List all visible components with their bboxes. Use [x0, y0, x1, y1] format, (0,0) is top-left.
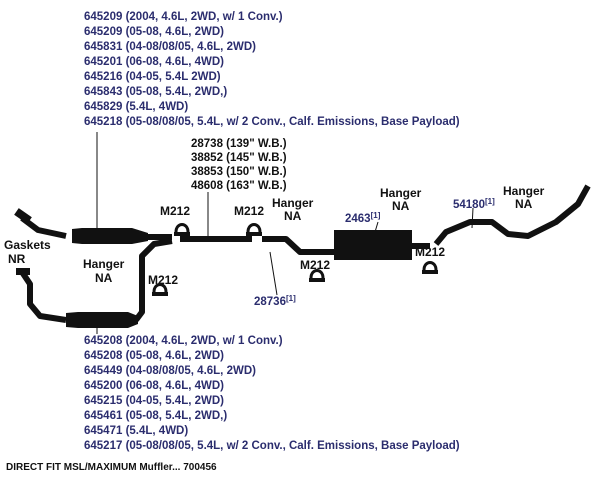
muffler-part-label: 2463[1]	[345, 211, 381, 225]
top-part-3: 645201 (06-08, 4.6L, 4WD)	[84, 56, 224, 68]
clamp-icon	[246, 223, 262, 236]
top-part-1: 645209 (05-08, 4.6L, 2WD)	[84, 26, 224, 38]
diagram-labels: Gaskets NR Hanger NA M212 M212 M212 M212…	[4, 184, 545, 308]
muffler	[318, 230, 430, 260]
clamp-icon	[152, 283, 168, 296]
clamp-icons	[152, 223, 438, 296]
top-part-list: 645209 (2004, 4.6L, 2WD, w/ 1 Conv.) 645…	[84, 11, 460, 128]
top-part-4: 645216 (04-05, 5.4L 2WD)	[84, 71, 221, 83]
top-part-2: 645831 (04-08/08/05, 4.6L, 2WD)	[84, 41, 256, 53]
bottom-part-0: 645208 (2004, 4.6L, 2WD, w/ 1 Conv.)	[84, 335, 283, 347]
bottom-part-list: 645208 (2004, 4.6L, 2WD, w/ 1 Conv.) 645…	[84, 335, 460, 452]
m212-label-1: M212	[160, 204, 190, 218]
top-part-7: 645218 (05-08/08/05, 5.4L, w/ 2 Conv., C…	[84, 116, 460, 128]
hanger-na-mid: NA	[284, 209, 302, 223]
tail-part-label: 54180[1]	[453, 197, 495, 211]
hanger-na-muffler: NA	[392, 199, 410, 213]
hanger-na-tail: NA	[515, 197, 533, 211]
m212-label-2: M212	[234, 204, 264, 218]
clamp-icon	[174, 223, 190, 236]
lower-exhaust-pipe	[16, 238, 173, 328]
bottom-part-6: 645471 (5.4L, 4WD)	[84, 425, 188, 437]
upper-exhaust-pipe	[14, 208, 172, 244]
pipe-part-2: 38853 (150" W.B.)	[191, 166, 287, 178]
m212-label-3: M212	[148, 273, 178, 287]
bottom-part-7: 645217 (05-08/08/05, 5.4L, w/ 2 Conv., C…	[84, 440, 460, 452]
gaskets-nr-label: NR	[8, 252, 26, 266]
bottom-part-1: 645208 (05-08, 4.6L, 2WD)	[84, 350, 224, 362]
clamp-icon	[309, 269, 325, 282]
clamp-icon	[422, 261, 438, 274]
pipe-part-3: 48608 (163" W.B.)	[191, 180, 287, 192]
hanger-label-tail: Hanger	[503, 184, 545, 198]
hanger-na-lower: NA	[95, 271, 113, 285]
m212-label-4: M212	[300, 258, 330, 272]
tail-pipe	[433, 184, 591, 246]
gaskets-label: Gaskets	[4, 238, 51, 252]
pipe-part-1: 38852 (145" W.B.)	[191, 152, 287, 164]
top-part-0: 645209 (2004, 4.6L, 2WD, w/ 1 Conv.)	[84, 11, 283, 23]
bottom-part-5: 645461 (05-08, 5.4L, 2WD,)	[84, 410, 227, 422]
hanger-label-muffler: Hanger	[380, 186, 422, 200]
m212-label-5: M212	[415, 245, 445, 259]
top-part-6: 645829 (5.4L, 4WD)	[84, 101, 188, 113]
intermediate-pipe	[180, 236, 318, 255]
footer-note: DIRECT FIT MSL/MAXIMUM Muffler... 700456	[6, 462, 217, 473]
bottom-part-3: 645200 (06-08, 4.6L, 4WD)	[84, 380, 224, 392]
pipe-part-list: 28738 (139" W.B.) 38852 (145" W.B.) 3885…	[191, 138, 287, 192]
hanger-label-lower: Hanger	[83, 257, 125, 271]
hanger-label-mid: Hanger	[272, 196, 314, 210]
top-part-5: 645843 (05-08, 5.4L, 2WD,)	[84, 86, 227, 98]
resonator-part-label: 28736[1]	[254, 294, 296, 308]
pipe-part-0: 28738 (139" W.B.)	[191, 138, 287, 150]
bottom-part-4: 645215 (04-05, 5.4L, 2WD)	[84, 395, 224, 407]
bottom-part-2: 645449 (04-08/08/05, 4.6L, 2WD)	[84, 365, 256, 377]
